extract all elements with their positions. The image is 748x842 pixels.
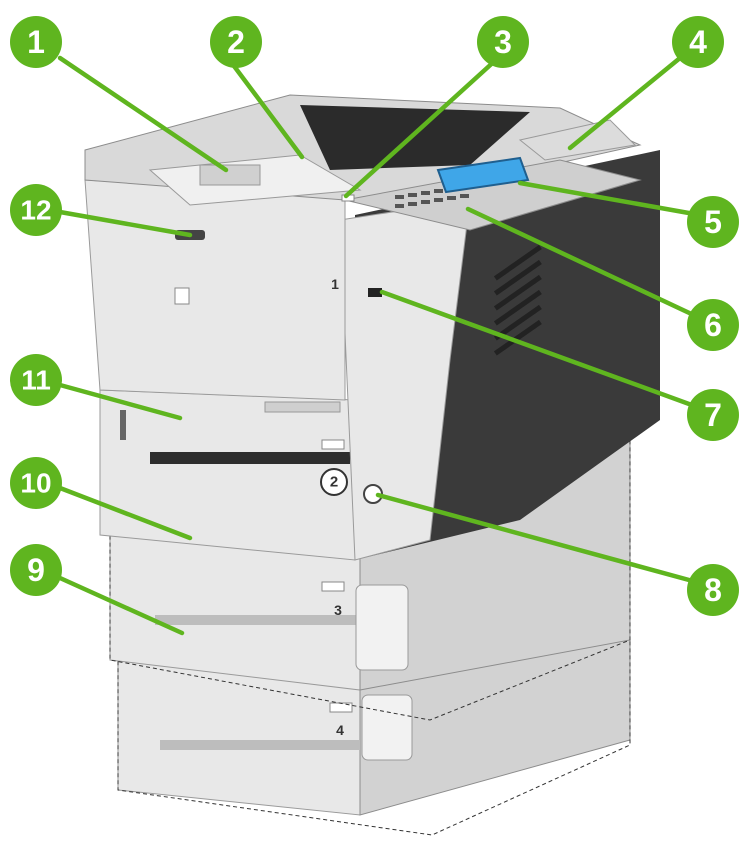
callout-4: 4 xyxy=(672,16,724,68)
svg-text:1: 1 xyxy=(27,24,45,60)
callout-11: 11 xyxy=(10,354,62,406)
callout-7: 7 xyxy=(687,389,739,441)
callout-6: 6 xyxy=(687,299,739,351)
svg-text:5: 5 xyxy=(704,204,722,240)
callout-8: 8 xyxy=(687,564,739,616)
callout-3: 3 xyxy=(477,16,529,68)
svg-text:9: 9 xyxy=(27,552,45,588)
callout-9: 9 xyxy=(10,544,62,596)
svg-text:4: 4 xyxy=(689,24,707,60)
svg-text:6: 6 xyxy=(704,307,722,343)
svg-text:3: 3 xyxy=(494,24,512,60)
svg-text:2: 2 xyxy=(227,24,245,60)
printer-body: 1 xyxy=(84,94,660,561)
svg-text:10: 10 xyxy=(20,468,51,499)
svg-text:8: 8 xyxy=(704,572,722,608)
callout-12: 12 xyxy=(10,184,62,236)
tray-2-unit: 2 xyxy=(99,389,356,561)
tray-3-number: 3 xyxy=(334,602,342,618)
callout-leaders xyxy=(57,55,703,636)
tray-4-number: 4 xyxy=(336,722,344,738)
callout-1: 1 xyxy=(10,16,62,68)
svg-text:11: 11 xyxy=(21,365,51,396)
tray-2-number: 2 xyxy=(330,474,338,491)
callout-10: 10 xyxy=(10,457,62,509)
callout-2: 2 xyxy=(210,16,262,68)
tray-1-number: 1 xyxy=(331,276,339,292)
callout-5: 5 xyxy=(687,196,739,248)
svg-text:7: 7 xyxy=(704,397,722,433)
svg-text:12: 12 xyxy=(20,195,51,226)
